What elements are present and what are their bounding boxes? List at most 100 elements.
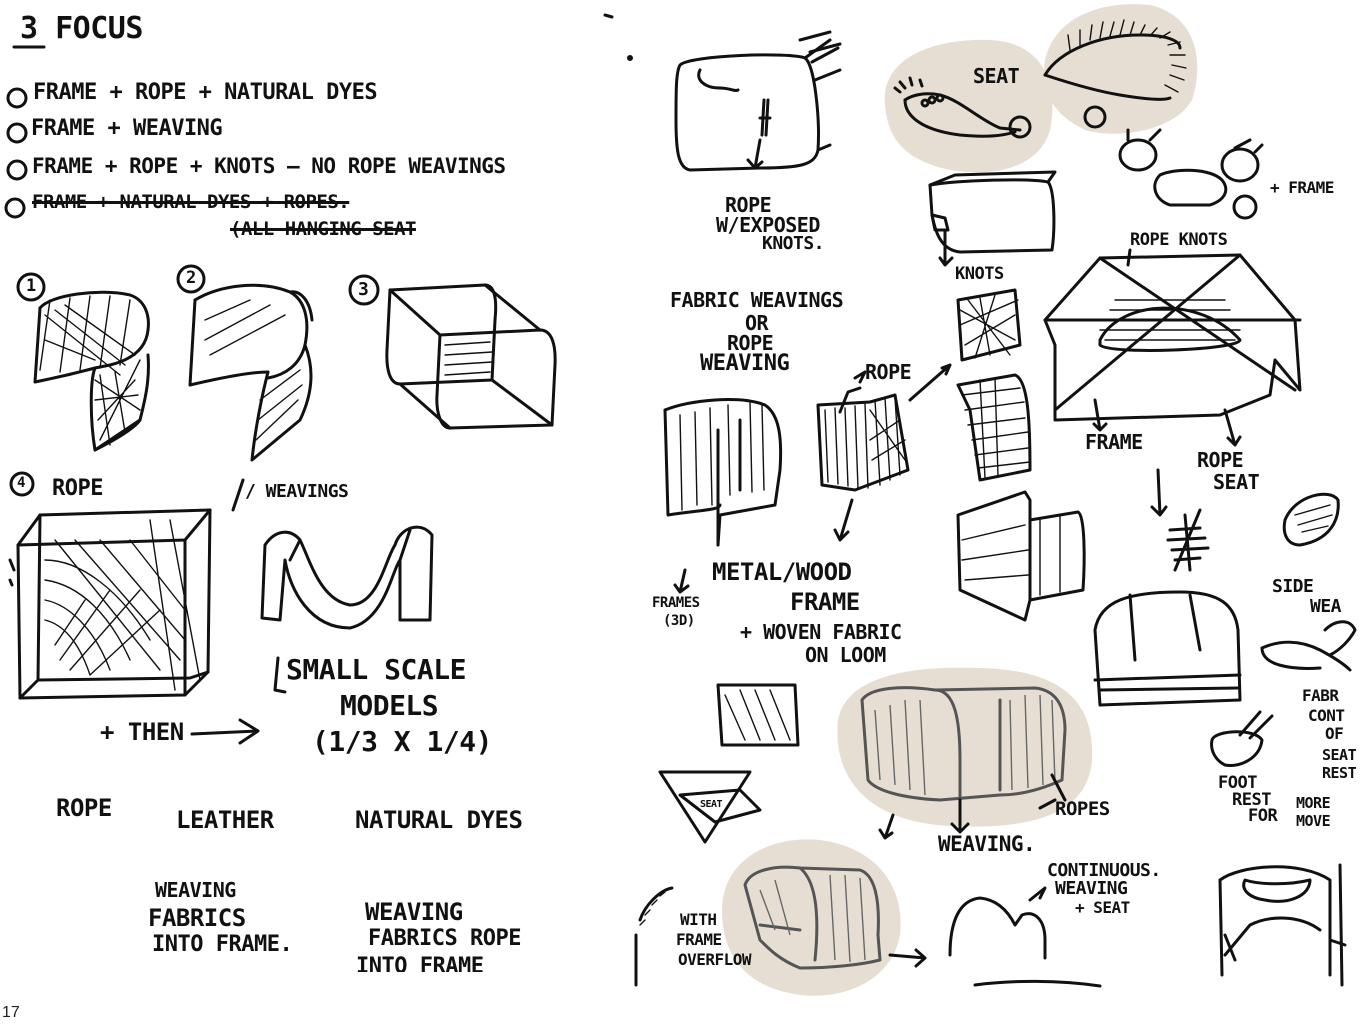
sketch-chair-1-net	[33, 290, 150, 452]
label-metal-wood: METAL/WOOD	[712, 558, 852, 586]
label-natural-dyes: NATURAL DYES	[355, 806, 523, 834]
label-weaving: WEAVING.	[938, 832, 1036, 856]
sketch-continuous-chair	[948, 886, 1102, 988]
label-then: + THEN	[100, 718, 184, 746]
misc-arrows	[603, 13, 1237, 962]
label-fabric-cont-2: CONT	[1308, 706, 1345, 725]
label-weaving-rope-3: INTO FRAME	[356, 956, 484, 972]
number-2: 2	[186, 268, 196, 288]
page-number: 17	[2, 1004, 20, 1021]
highlight-blob-seat-1	[884, 39, 1053, 173]
label-models: MODELS	[340, 689, 439, 722]
label-rope-exposed-2: W/EXPOSED	[716, 213, 820, 237]
focus-item-3: FRAME + ROPE + KNOTS — NO ROPE WEAVINGS	[32, 154, 506, 178]
sketch-seat-1	[893, 76, 1032, 139]
label-scale: (1/3 X 1/4)	[312, 725, 492, 758]
label-woven-fabric: + WOVEN FABRIC	[740, 620, 902, 644]
sketch-seat-2	[1043, 19, 1187, 129]
focus-item-4-subline: (ALL HANGING SEAT	[230, 218, 416, 240]
sketch-knot-cube	[928, 170, 1057, 267]
sketch-rope-cube-knots	[674, 30, 842, 172]
sketch-hanging-seat	[1118, 128, 1264, 220]
highlight-blobs	[722, 4, 1198, 996]
label-with-frame-2: FRAME	[676, 930, 722, 949]
page-heading: 3 FOCUS	[20, 11, 143, 46]
highlight-blob-bottom-chair	[722, 839, 901, 996]
label-knots: KNOTS	[955, 264, 1004, 284]
label-on-loom: ON LOOM	[805, 643, 886, 667]
sketch-knot-weave	[956, 288, 1022, 362]
label-more-move-1: MORE	[1296, 794, 1331, 812]
sketch-foot-rest	[1210, 710, 1274, 768]
label-weaving-fabrics-3: INTO FRAME.	[152, 932, 293, 957]
sketch-metal-frame	[716, 683, 800, 747]
sketch-armchair	[1093, 590, 1242, 707]
label-rope-arrow: ROPE	[865, 360, 912, 384]
label-continuous-2: WEAVING	[1055, 878, 1128, 899]
label-weaving-fabrics-2: FABRICS	[148, 904, 246, 932]
label-seat-rest-1: SEAT	[1322, 746, 1357, 764]
label-continuous-3: + SEAT	[1075, 898, 1130, 917]
sketch-side-weave	[1260, 620, 1357, 672]
label-rope-material: ROPE	[56, 794, 112, 822]
label-fabric-weavings-2: OR	[745, 311, 769, 335]
label-fabric-cont-1: FABR	[1302, 686, 1339, 705]
label-fabric-cont-3: OF	[1325, 724, 1344, 743]
label-continuous-1: CONTINUOUS.	[1047, 860, 1161, 881]
sketch-hatch	[1150, 468, 1210, 572]
label-frame-right: + FRAME	[1270, 178, 1334, 197]
sketch-layered-box	[956, 373, 1032, 482]
number-4: 4	[17, 475, 25, 491]
label-frames-3d-2: (3D)	[663, 613, 695, 629]
label-seat-tag: SEAT	[700, 799, 723, 810]
label-metal-frame: FRAME	[790, 588, 860, 616]
label-foot-rest-2: REST	[1232, 790, 1271, 810]
label-rope-seat-1: ROPE	[1197, 448, 1244, 472]
label-with-frame-1: WITH	[680, 910, 717, 929]
number-3: 3	[358, 279, 369, 300]
label-fabric-weavings-1: FABRIC WEAVINGS	[670, 288, 844, 312]
sketch-rope-knots-chair	[1043, 248, 1302, 447]
label-weavings: / WEAVINGS	[245, 481, 349, 502]
sketch-chair-u-weave	[260, 525, 434, 630]
sketch-seat-triangle	[658, 770, 762, 844]
label-foot-rest-3: FOR	[1248, 806, 1278, 826]
label-seat-rest-2: REST	[1322, 764, 1357, 782]
label-with-frame-3: OVERFLOW	[678, 950, 752, 969]
label-weave: WEA	[1310, 596, 1342, 617]
sketch-chair-3-cubes	[385, 283, 557, 430]
label-weaving-rope-1: WEAVING	[365, 898, 463, 926]
label-more-move-2: MOVE	[1296, 812, 1331, 830]
arrow-then	[190, 656, 287, 745]
sketch-fringe	[634, 886, 674, 987]
label-rope-exposed-3: KNOTS.	[762, 233, 825, 254]
label-rope-knots: ROPE KNOTS	[1130, 230, 1228, 250]
label-ropes: ROPES	[1055, 798, 1110, 820]
sketch-bowl-seat	[1282, 492, 1340, 547]
label-frames-3d-1: FRAMES	[652, 595, 700, 611]
highlight-blob-seat-2	[1044, 4, 1198, 134]
sketch-rope-cube	[8, 508, 212, 700]
label-leather: LEATHER	[176, 806, 274, 834]
focus-item-4-struck: FRAME + NATURAL DYES + ROPES.	[32, 191, 350, 213]
label-rope-exposed-1: ROPE	[725, 193, 772, 217]
number-circles	[4, 45, 380, 497]
label-frame: FRAME	[1085, 430, 1143, 454]
label-weaving-fabrics-1: WEAVING	[155, 878, 236, 902]
label-fabric-weavings-4: WEAVING	[700, 351, 790, 376]
label-rope: ROPE	[52, 476, 103, 501]
label-fabric-weavings-3: ROPE	[727, 331, 774, 355]
sketch-bottom-chair	[743, 865, 927, 970]
label-seat-top: SEAT	[973, 64, 1020, 88]
number-1: 1	[26, 276, 36, 296]
label-rope-seat-2: SEAT	[1213, 470, 1260, 494]
label-foot-rest-1: FOOT	[1218, 773, 1257, 793]
label-side: SIDE	[1272, 576, 1314, 597]
sketch-center-chair	[860, 686, 1067, 840]
sketch-frame-chair	[663, 398, 783, 547]
focus-item-2: FRAME + WEAVING	[31, 116, 223, 141]
label-weaving-rope-2: FABRICS ROPE	[368, 926, 521, 951]
sketch-chair-2-ribbon	[188, 283, 314, 512]
sketch-hammock-frame	[1218, 863, 1347, 987]
